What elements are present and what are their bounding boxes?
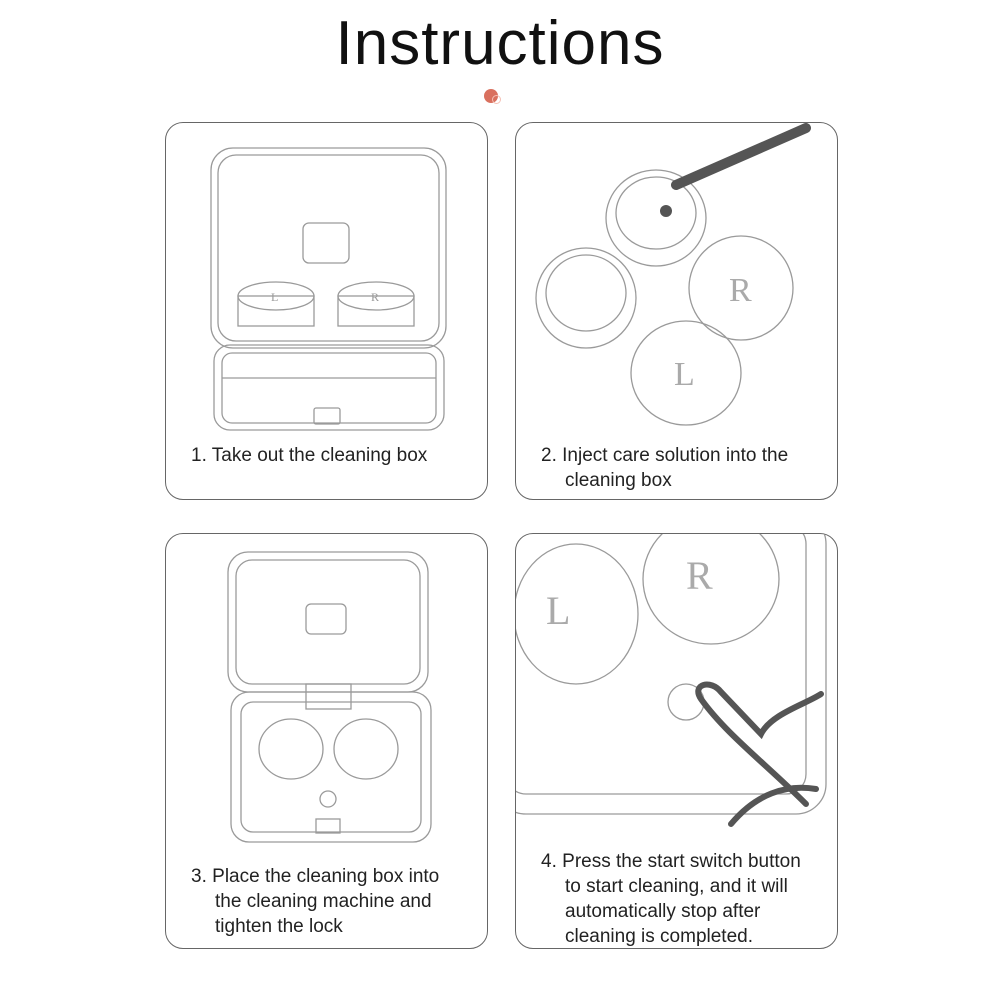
left-cap-mark: L <box>546 588 570 633</box>
step-text: to start cleaning, and it will <box>565 876 788 897</box>
right-cap-mark: R <box>686 553 713 598</box>
step-text: tighten the lock <box>215 916 343 937</box>
step-2-panel: R L 2. Inject care solution into the cle… <box>515 122 838 500</box>
step-number: 4. <box>541 851 557 872</box>
step-text: automatically stop after <box>565 901 761 922</box>
step-text: cleaning box <box>565 470 672 491</box>
right-cap-mark: R <box>729 272 752 309</box>
step-text: Inject care solution into the <box>562 445 789 466</box>
step-text: cleaning is completed. <box>565 926 753 947</box>
accent-dot-icon <box>484 89 501 104</box>
step-number: 1. <box>191 445 207 466</box>
left-cap-mark: L <box>674 356 695 393</box>
step-text: Press the start switch button <box>562 851 801 872</box>
left-mark: L <box>271 290 278 304</box>
hand-pointer-icon <box>695 681 824 807</box>
right-mark: R <box>371 290 379 304</box>
page-title: Instructions <box>335 9 665 78</box>
machine-with-box-illustration <box>227 551 432 843</box>
step-text: Take out the cleaning box <box>211 445 428 466</box>
inject-solution-illustration: R L <box>535 123 811 426</box>
dropper-icon <box>671 123 811 190</box>
cleaning-box-open-illustration: L R <box>210 147 447 431</box>
step-number: 3. <box>191 866 207 887</box>
step-3-panel: 3. Place the cleaning box into the clean… <box>165 533 488 949</box>
step-text: the cleaning machine and <box>215 891 432 912</box>
step-4-panel: L R 4. Press the start switch button to … <box>515 533 838 949</box>
step-1-panel: L R 1. Take out the cleaning box <box>165 122 488 500</box>
step-number: 2. <box>541 445 557 466</box>
press-start-illustration: L R <box>516 534 827 827</box>
step-text: Place the cleaning box into <box>212 866 440 887</box>
